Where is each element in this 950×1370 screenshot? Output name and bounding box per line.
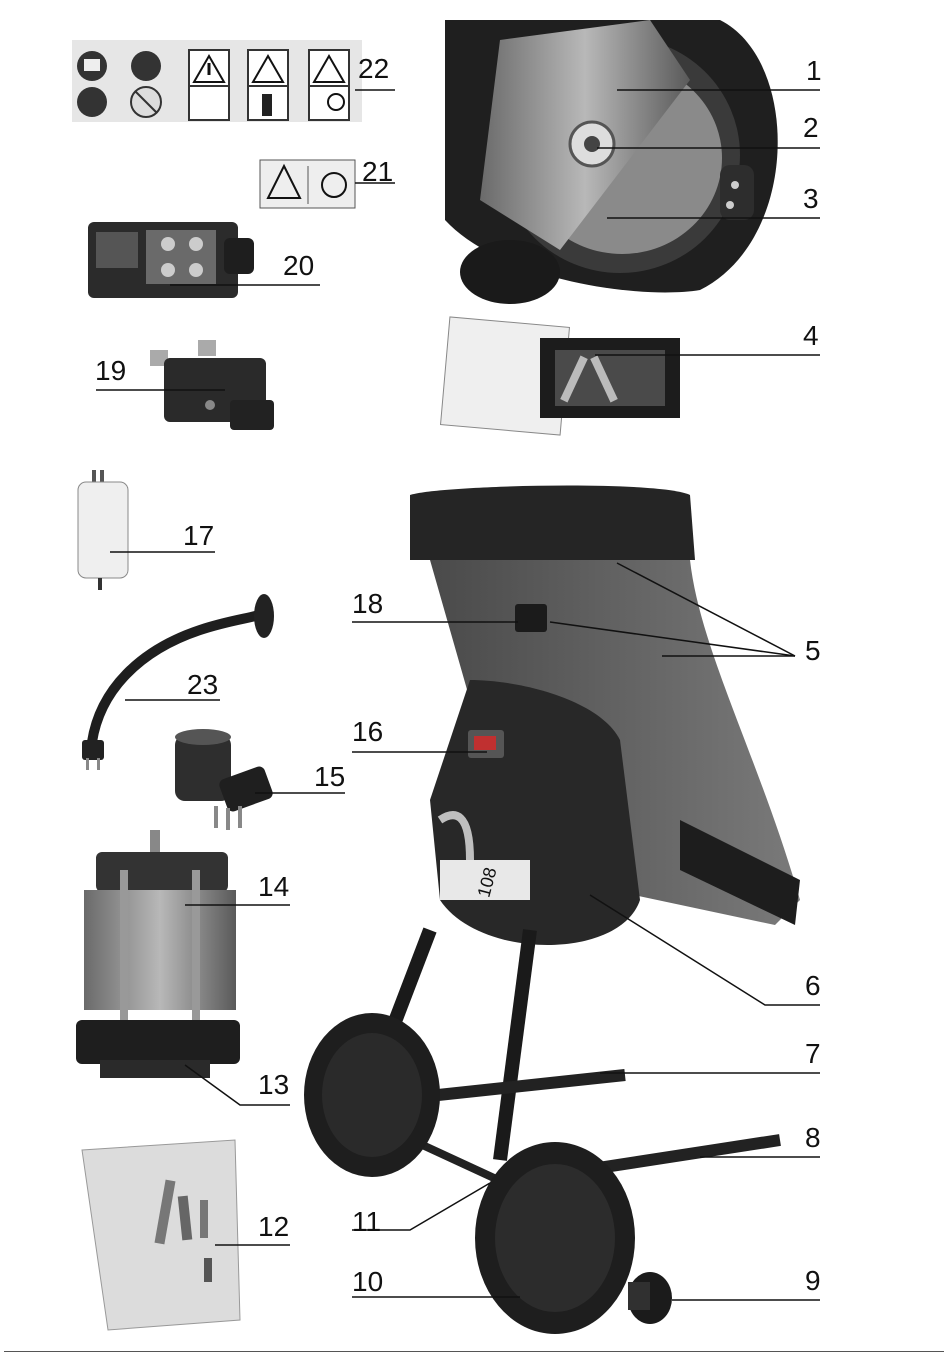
wheel-cap: [628, 1272, 672, 1324]
callout-12: 12: [258, 1213, 289, 1241]
goggles-icon: [77, 87, 107, 117]
gloves-icon: [131, 51, 161, 81]
blade-kit-package: [441, 317, 680, 435]
callout-6: 6: [805, 972, 821, 1000]
footer-rule: [4, 1351, 944, 1352]
callout-8: 8: [805, 1124, 821, 1152]
callout-23: 23: [187, 671, 218, 699]
callout-9: 9: [805, 1267, 821, 1295]
plug-parts: [175, 729, 274, 830]
shredder-main-body: 108: [410, 486, 800, 945]
callout-16: 16: [352, 718, 383, 746]
callout-10: 10: [352, 1268, 383, 1296]
callout-11: 11: [352, 1208, 381, 1236]
callout-18: 18: [352, 590, 383, 618]
callout-14: 14: [258, 873, 289, 901]
callout-13: 13: [258, 1071, 289, 1099]
callout-19: 19: [95, 357, 126, 385]
right-wheel: [475, 1142, 635, 1334]
hand-hazard-icon: [248, 50, 288, 120]
thermal-breaker: [150, 340, 274, 430]
safety-labels-sheet: [72, 40, 362, 122]
callout-21: 21: [362, 158, 393, 186]
warning-label-small: [260, 160, 355, 208]
callout-1: 1: [806, 57, 822, 85]
callout-3: 3: [803, 185, 819, 213]
callout-20: 20: [283, 252, 314, 280]
callout-15: 15: [314, 763, 345, 791]
warning-triangle-icon: [189, 50, 229, 120]
hardware-bag: [82, 1140, 240, 1330]
callout-4: 4: [803, 322, 819, 350]
cutter-disc-view: [445, 20, 778, 304]
callout-7: 7: [805, 1040, 821, 1068]
callout-22: 22: [358, 55, 389, 83]
callout-17: 17: [183, 522, 214, 550]
switch-block: [88, 222, 254, 298]
capacitor: [78, 470, 128, 590]
left-wheel: [304, 1013, 440, 1177]
callout-2: 2: [803, 114, 819, 142]
callout-5: 5: [805, 637, 821, 665]
feet-hazard-icon: [309, 50, 349, 120]
electric-motor: [76, 830, 240, 1078]
